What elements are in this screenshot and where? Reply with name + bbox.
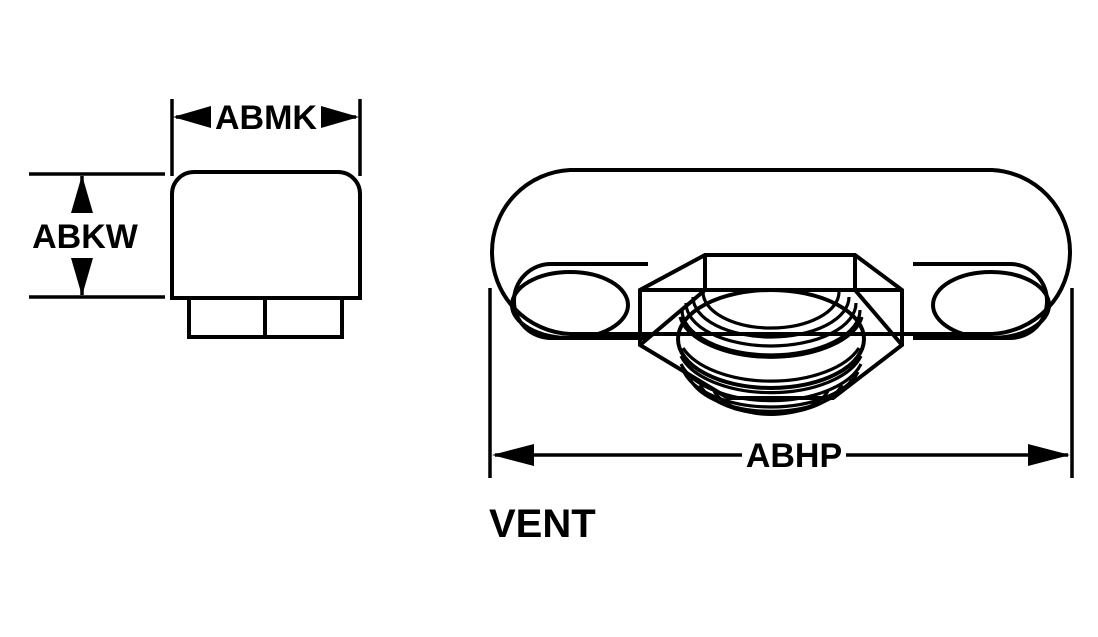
- thread-line-8: [679, 355, 863, 395]
- thread-line-11: [688, 378, 854, 413]
- thread-line-9: [679, 363, 863, 403]
- side-view-base-right: [263, 298, 344, 339]
- abhp-label: ABHP: [746, 437, 842, 475]
- thread-line-5: [691, 296, 851, 339]
- thread-line-7: [681, 347, 861, 383]
- thread-line-4: [684, 302, 858, 348]
- abmk-label: ABMK: [215, 99, 317, 137]
- abmk-arrow-right: [321, 106, 359, 128]
- top-plan-view: ABHP VENT: [488, 168, 1074, 546]
- dimension-abkw: ABKW: [29, 172, 165, 299]
- side-elevation-view: ABMK ABKW: [29, 99, 362, 339]
- thread-line-3: [680, 309, 862, 357]
- part-name-label: VENT: [489, 502, 596, 546]
- left-mounting-hole: [510, 270, 630, 340]
- flange-outer-outline: [489, 168, 1073, 336]
- thread-line-13: [712, 390, 830, 416]
- thread-line-6: [701, 291, 841, 330]
- side-view-body-outline: [170, 170, 362, 300]
- abkw-label: ABKW: [32, 218, 139, 256]
- thread-crest-outer: [676, 288, 866, 390]
- abkw-arrow-bottom: [71, 258, 93, 296]
- abmk-arrow-left: [173, 106, 211, 128]
- threaded-port: [676, 288, 866, 416]
- hex-right-chamfer-fold: [853, 288, 904, 347]
- abhp-arrow-right: [1028, 444, 1070, 466]
- right-mounting-hole: [931, 270, 1051, 340]
- thread-line-2: [678, 316, 864, 359]
- side-view-base-left: [187, 298, 267, 339]
- dimension-abmk: ABMK: [170, 99, 362, 176]
- abhp-arrow-left: [492, 444, 534, 466]
- dimension-abhp: ABHP: [488, 288, 1074, 478]
- abkw-arrow-top: [71, 175, 93, 213]
